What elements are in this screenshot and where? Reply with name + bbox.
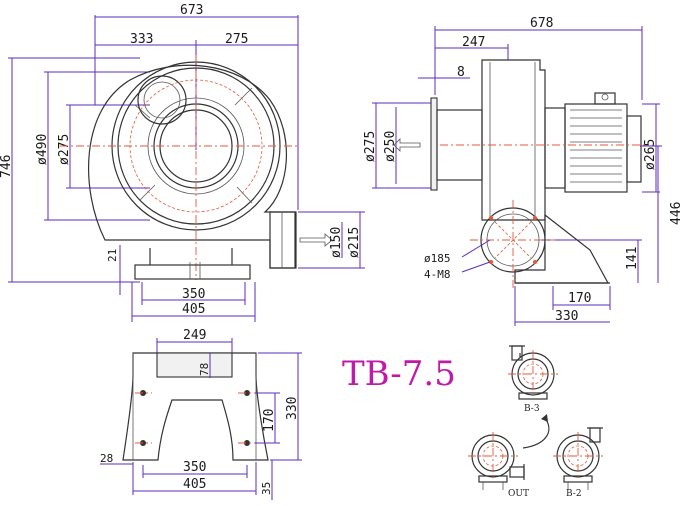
- dim-overall-width: 673: [180, 3, 203, 18]
- dim-base-offset: 21: [106, 249, 119, 262]
- front-view: 673 333 275 746 ø490 ø275: [0, 3, 365, 322]
- dim-overall-height: 746: [0, 155, 14, 178]
- dim-dia-outlet-flange: ø215: [347, 227, 362, 258]
- dim-side-dia-250: ø250: [383, 131, 398, 162]
- bolts-spec: 4-M8: [424, 268, 451, 281]
- dim-base-height-330: 330: [285, 397, 300, 420]
- base-bolt-holes: [135, 390, 255, 446]
- dim-base-170: 170: [568, 291, 591, 306]
- dim-base-top-width: 249: [183, 328, 206, 343]
- dim-right-width: 275: [225, 32, 248, 47]
- dim-height-446: 446: [669, 202, 682, 225]
- dim-dia-185: ø185: [424, 252, 451, 265]
- dim-motor-dia: ø265: [643, 139, 658, 170]
- dim-side-dia-275: ø275: [363, 131, 378, 162]
- dim-dia-outlet: ø150: [329, 227, 344, 258]
- dim-base-edge-28: 28: [100, 452, 113, 465]
- side-view: 678 247 8 ø275 ø250: [363, 16, 682, 326]
- dim-base-width-405: 405: [183, 477, 206, 492]
- dim-side-to-flange: 247: [462, 35, 485, 50]
- orientation-diagrams: B-3 OUT: [468, 345, 603, 499]
- orientation-out-icon: [468, 432, 525, 490]
- dim-side-overall-length: 678: [530, 16, 553, 31]
- dim-base-bottom-35: 35: [260, 482, 273, 495]
- base-view: 249 78 170 330 28: [100, 328, 302, 500]
- model-title: TB-7.5: [342, 354, 456, 394]
- dim-dia-outer: ø490: [35, 134, 50, 165]
- dim-height-141: 141: [625, 247, 640, 270]
- dim-base-330: 330: [555, 309, 578, 324]
- dim-dia-inlet: ø275: [57, 134, 72, 165]
- orientation-out-label: OUT: [508, 489, 529, 499]
- dim-base-width: 405: [182, 302, 205, 317]
- dim-left-width: 333: [130, 32, 153, 47]
- dim-base-top-depth: 78: [198, 363, 211, 376]
- orientation-b3-label: B-3: [524, 404, 540, 414]
- orientation-b3-icon: [508, 345, 558, 400]
- dim-base-holes: 350: [182, 287, 205, 302]
- dim-flange-thickness: 8: [457, 65, 465, 80]
- dim-base-holes-350: 350: [183, 460, 206, 475]
- orientation-b2-icon: [553, 427, 603, 490]
- orientation-b2-label: B-2: [566, 489, 582, 499]
- dim-base-inner-170: 170: [262, 409, 277, 432]
